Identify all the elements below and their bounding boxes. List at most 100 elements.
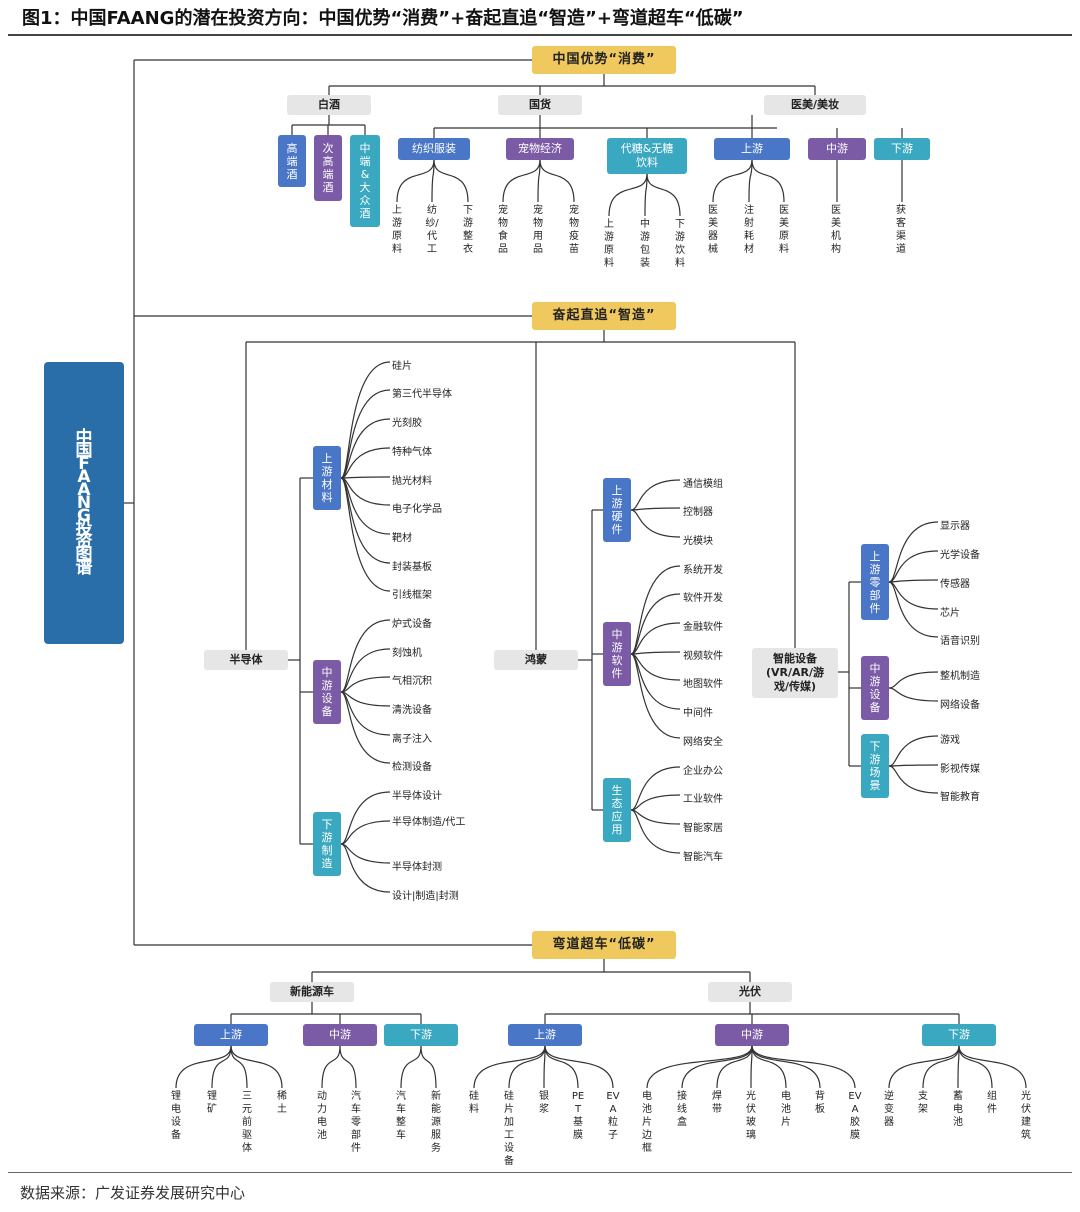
node-pv: 光伏 [708, 982, 792, 1002]
node-textile: 纺织服装 [398, 138, 470, 160]
leaf: 电池片边框 [642, 1091, 652, 1154]
leaf: 游戏 [940, 735, 960, 746]
leaf: 硅片加工设备 [504, 1091, 514, 1167]
leaf: 电池片 [781, 1091, 791, 1128]
leaf: 清洗设备 [392, 705, 432, 716]
leaf: 获客渠道 [896, 205, 906, 255]
node-semi-up: 上游材料 [313, 446, 341, 510]
leaf: EVA粒子 [606, 1091, 620, 1141]
leaf: 抛光材料 [392, 476, 432, 487]
source-note: 数据来源：广发证券发展研究中心 [20, 1184, 246, 1202]
node-pv-up: 上游 [508, 1024, 582, 1046]
node-nev-down: 下游 [384, 1024, 458, 1046]
leaf: 靶材 [392, 533, 412, 544]
leaf: 网络设备 [940, 700, 980, 711]
leaf: 传感器 [940, 579, 970, 590]
leaf: PET基膜 [571, 1091, 585, 1141]
leaf: 气相沉积 [392, 676, 432, 687]
node-hm-sw: 中游软件 [603, 622, 631, 686]
node-beauty: 医美/美妆 [764, 95, 866, 115]
figure-title: 图1：中国FAANG的潜在投资方向：中国优势“消费”+奋起直追“智造”+弯道超车… [22, 8, 744, 29]
leaf: 中间件 [683, 708, 713, 719]
node-hm-hw: 上游硬件 [603, 478, 631, 542]
leaf: 控制器 [683, 507, 713, 518]
leaf: 光伏玻璃 [746, 1091, 756, 1141]
leaf: 纺纱/代工 [425, 205, 439, 255]
leaf: 动力电池 [317, 1091, 327, 1141]
leaf: 芯片 [940, 608, 960, 619]
leaf: 新能源服务 [431, 1091, 441, 1154]
node-nev: 新能源车 [270, 982, 354, 1002]
leaf: 离子注入 [392, 734, 432, 745]
leaf: 中游包装 [640, 219, 650, 269]
leaf: 地图软件 [683, 679, 723, 690]
leaf: 医美器械 [708, 205, 718, 255]
node-mass-market: 中端&大众酒 [350, 135, 380, 227]
leaf: 通信模组 [683, 479, 723, 490]
leaf: 影视传媒 [940, 764, 980, 775]
node-beauty-mid: 中游 [808, 138, 866, 160]
leaf: 金融软件 [683, 622, 723, 633]
leaf: 半导体制造/代工 [392, 817, 466, 828]
node-nev-mid: 中游 [303, 1024, 377, 1046]
leaf: 三元前驱体 [242, 1091, 252, 1154]
node-nev-up: 上游 [194, 1024, 268, 1046]
leaf: 下游饮料 [675, 219, 685, 269]
leaf: 工业软件 [683, 794, 723, 805]
leaf: 下游整衣 [463, 205, 473, 255]
leaf: 系统开发 [683, 565, 723, 576]
leaf: 半导体设计 [392, 791, 442, 802]
leaf: 软件开发 [683, 593, 723, 604]
node-pv-down: 下游 [922, 1024, 996, 1046]
leaf: 智能教育 [940, 792, 980, 803]
leaf: 蓄电池 [953, 1091, 963, 1128]
leaf: 光刻胶 [392, 418, 422, 429]
node-semi-down: 下游制造 [313, 812, 341, 876]
leaf: 稀土 [277, 1091, 287, 1115]
leaf: 光伏建筑 [1021, 1091, 1031, 1141]
node-semi-mid: 中游设备 [313, 660, 341, 724]
leaf: 汽车整车 [396, 1091, 406, 1141]
section-lowcarbon: 弯道超车“低碳” [532, 931, 676, 959]
leaf: 检测设备 [392, 762, 432, 773]
root-node: 中国FAANG投资图谱 [44, 362, 124, 644]
leaf: 硅片 [392, 361, 412, 372]
section-manufacturing: 奋起直追“智造” [532, 302, 676, 330]
leaf: 显示器 [940, 521, 970, 532]
leaf: 宠物疫苗 [569, 205, 579, 255]
leaf: 焊带 [712, 1091, 722, 1115]
leaf: 引线框架 [392, 590, 432, 601]
leaf: 语音识别 [940, 636, 980, 647]
leaf: 电子化学品 [392, 504, 442, 515]
node-smart-parts: 上游零部件 [861, 544, 889, 620]
leaf: 上游原料 [392, 205, 402, 255]
leaf: 组件 [987, 1091, 997, 1115]
node-semiconductor: 半导体 [204, 650, 288, 670]
bottom-rule [8, 1172, 1072, 1173]
node-pv-mid: 中游 [715, 1024, 789, 1046]
leaf: 上游原料 [604, 219, 614, 269]
leaf: 背板 [815, 1091, 825, 1115]
leaf: 网络安全 [683, 737, 723, 748]
leaf: 支架 [918, 1091, 928, 1115]
node-high-end: 高端酒 [278, 135, 306, 187]
node-smart-equip: 中游设备 [861, 656, 889, 720]
leaf: 汽车零部件 [351, 1091, 361, 1154]
node-hm-eco: 生态应用 [603, 778, 631, 842]
node-beauty-up: 上游 [714, 138, 790, 160]
leaf: 智能汽车 [683, 852, 723, 863]
node-sub-high-end: 次高端酒 [314, 135, 342, 201]
node-beauty-down: 下游 [874, 138, 930, 160]
leaf: 整机制造 [940, 671, 980, 682]
leaf: 医美原料 [779, 205, 789, 255]
leaf: 炉式设备 [392, 619, 432, 630]
leaf: 锂电设备 [171, 1091, 181, 1141]
leaf: 锂矿 [207, 1091, 217, 1115]
leaf: EVA胶膜 [848, 1091, 862, 1141]
leaf: 医美机构 [831, 205, 841, 255]
node-hongmeng: 鸿蒙 [494, 650, 578, 670]
leaf: 逆变器 [884, 1091, 894, 1128]
leaf: 刻蚀机 [392, 648, 422, 659]
leaf: 银浆 [539, 1091, 549, 1115]
